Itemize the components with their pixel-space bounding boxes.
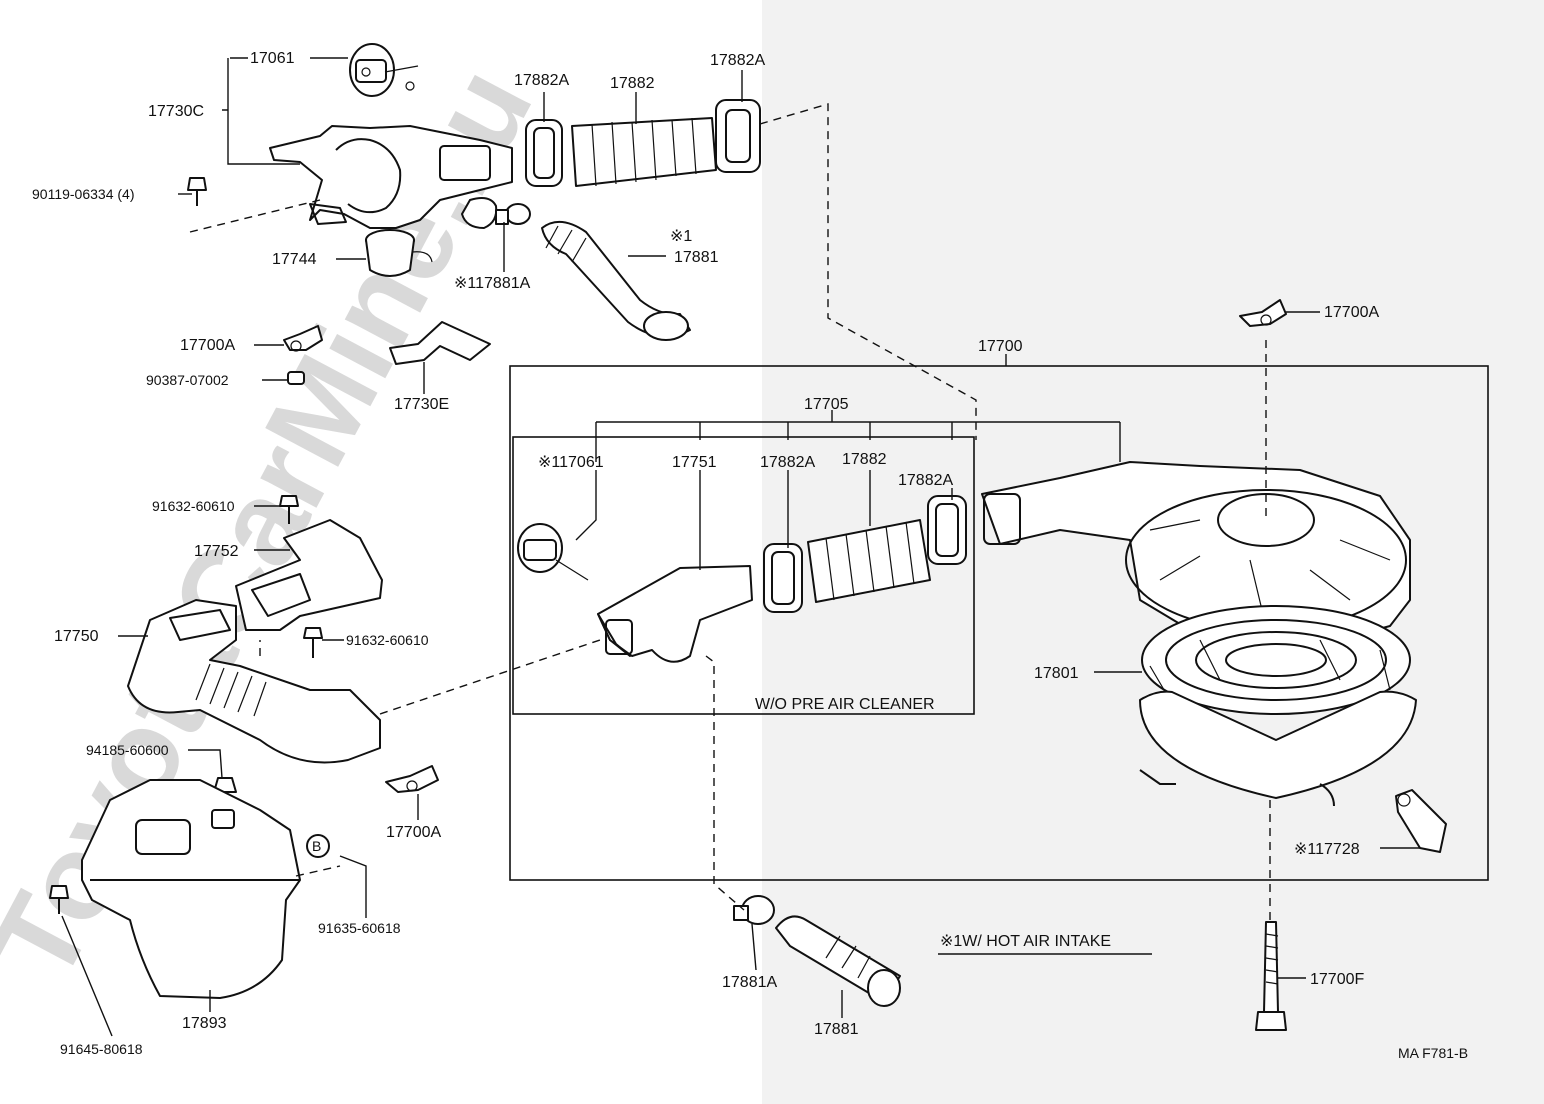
leader-17705 bbox=[595, 410, 1121, 462]
part-91632-bolt-b bbox=[303, 627, 323, 658]
diagram-code: MA F781-B bbox=[1398, 1045, 1468, 1061]
part-17801-filter-element bbox=[1141, 605, 1411, 715]
part-17752-plate bbox=[235, 519, 383, 631]
dash-line-1 bbox=[759, 103, 977, 440]
label-17893: 17893 bbox=[182, 1015, 227, 1032]
label-94185-60600: 94185-60600 bbox=[86, 742, 169, 758]
part-17882-bellows-inner bbox=[807, 519, 931, 603]
part-17700F-bolt bbox=[1255, 921, 1287, 1031]
part-91632-bolt-a bbox=[279, 495, 299, 524]
label-17882-inner: 17882 bbox=[842, 451, 887, 468]
label-90387-07002: 90387-07002 bbox=[146, 372, 229, 388]
part-17700A-clip-right bbox=[1239, 299, 1287, 327]
label-17882-top: 17882 bbox=[610, 75, 655, 92]
label-17882A-inner-2: 17882A bbox=[898, 472, 953, 489]
label-17730C: 17730C bbox=[148, 103, 204, 120]
part-90119-bolt bbox=[187, 177, 207, 206]
part-17882A-gasket-top-2 bbox=[715, 99, 761, 173]
part-91645-bolt bbox=[49, 885, 69, 914]
part-17728-valve bbox=[1395, 789, 1447, 853]
label-17728: ※117728 bbox=[1294, 841, 1360, 858]
dash-line-2 bbox=[189, 199, 321, 233]
label-17700: 17700 bbox=[978, 338, 1023, 355]
part-17061-inner-vacuum-motor bbox=[517, 523, 589, 581]
dash-line-7 bbox=[295, 865, 341, 877]
part-17751-duct bbox=[597, 565, 753, 663]
label-91632-60610-b: 91632-60610 bbox=[346, 632, 429, 648]
part-17882A-gasket-top-1 bbox=[525, 119, 563, 187]
label-17700A-right: 17700A bbox=[1324, 304, 1379, 321]
label-17730E: 17730E bbox=[394, 396, 449, 413]
label-17801: 17801 bbox=[1034, 665, 1079, 682]
label-91645-80618: 91645-80618 bbox=[60, 1041, 143, 1057]
part-air-cleaner-case bbox=[1139, 690, 1417, 807]
part-17700A-clip-left bbox=[283, 325, 323, 352]
part-17700A-clip-mid bbox=[385, 765, 439, 793]
label-17881A-top: ※117881A bbox=[454, 275, 531, 292]
part-17882A-gasket-inner-2 bbox=[927, 495, 967, 565]
label-91632-60610-a: 91632-60610 bbox=[152, 498, 235, 514]
dash-line-3 bbox=[259, 639, 601, 715]
label-17882A-top-2: 17882A bbox=[710, 52, 765, 69]
label-17700A-left: 17700A bbox=[180, 337, 235, 354]
label-91635-60618: 91635-60618 bbox=[318, 920, 401, 936]
label-17061: 17061 bbox=[250, 50, 295, 67]
label-17744: 17744 bbox=[272, 251, 317, 268]
part-17881A-clamp-top bbox=[495, 203, 531, 225]
part-17882-bellows-top bbox=[571, 117, 717, 187]
label-17705: 17705 bbox=[804, 396, 849, 413]
label-17700A-mid: 17700A bbox=[386, 824, 441, 841]
pre-cleaner-group-frame bbox=[512, 436, 975, 715]
b-marker-text: B bbox=[312, 838, 321, 854]
part-90387-cushion bbox=[287, 371, 305, 385]
leader-17061-inner bbox=[575, 470, 597, 541]
label-17882A-inner-1: 17882A bbox=[760, 454, 815, 471]
part-17744-valve bbox=[365, 229, 433, 277]
label-17751: 17751 bbox=[672, 454, 717, 471]
label-17061-inner: ※117061 bbox=[538, 454, 604, 471]
label-17881A-bottom: 17881A bbox=[722, 974, 777, 991]
part-17750-intake-hose bbox=[127, 599, 381, 764]
leader-91635 bbox=[339, 855, 367, 918]
part-17881-hose-top bbox=[541, 221, 691, 341]
leader-17730C bbox=[222, 57, 300, 165]
leader-91645 bbox=[61, 915, 113, 1037]
label-17882A-top-1: 17882A bbox=[514, 72, 569, 89]
label-17881-bottom: 17881 bbox=[814, 1021, 859, 1038]
label-90119-06334: 90119-06334 (4) bbox=[32, 186, 134, 202]
dash-line-6 bbox=[705, 655, 745, 911]
leader-94185 bbox=[188, 749, 223, 779]
assembly-17700-frame bbox=[509, 365, 1489, 881]
part-17893-resonator bbox=[81, 779, 301, 999]
label-17881-top: 17881 bbox=[674, 249, 719, 266]
part-17881-hose-bottom bbox=[775, 915, 901, 1007]
group-label: W/O PRE AIR CLEANER bbox=[755, 696, 935, 713]
label-17750: 17750 bbox=[54, 628, 99, 645]
label-17700F: 17700F bbox=[1310, 971, 1364, 988]
part-17730E-bracket bbox=[389, 321, 491, 365]
hot-air-intake-note: ※1W/ HOT AIR INTAKE bbox=[940, 933, 1111, 950]
part-17061-vacuum-motor bbox=[349, 43, 419, 97]
b-marker: B bbox=[306, 834, 330, 858]
part-17882A-gasket-inner-1 bbox=[763, 543, 803, 613]
part-17700-air-cleaner-housing bbox=[981, 461, 1411, 643]
part-17881A-clamp-bottom bbox=[733, 895, 775, 925]
leader-17881A-bot bbox=[751, 923, 757, 971]
part-17730C-inlet-duct bbox=[269, 125, 513, 229]
label-hot-air-mark: ※1 bbox=[670, 228, 692, 245]
label-17752: 17752 bbox=[194, 543, 239, 560]
